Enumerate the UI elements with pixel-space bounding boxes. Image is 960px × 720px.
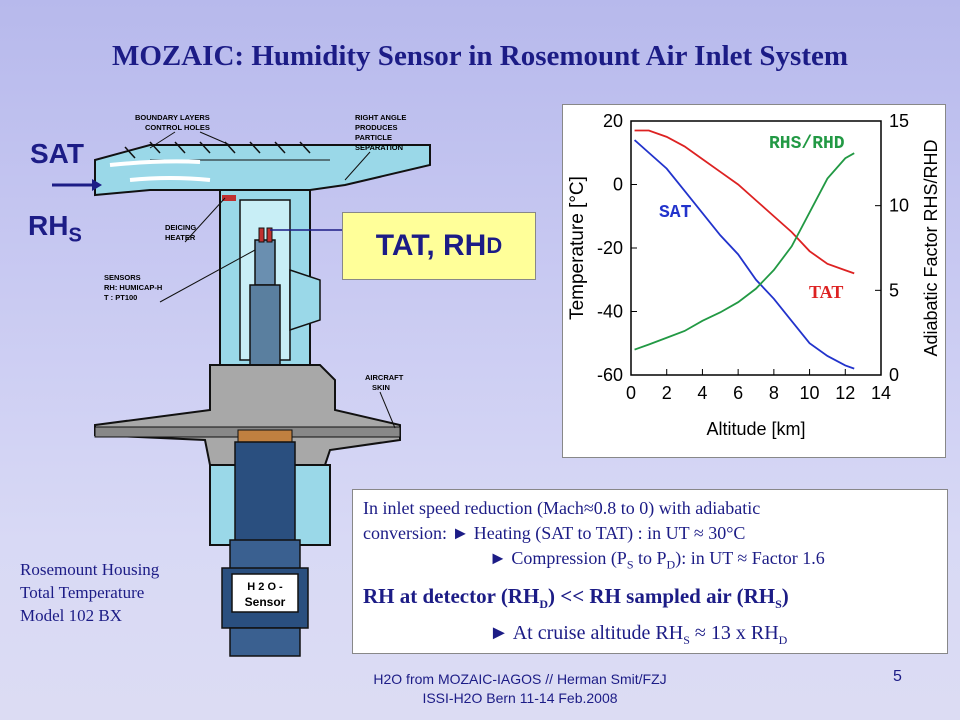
rhs-label: RHS <box>28 210 82 247</box>
footer-line-2: ISSI-H2O Bern 11-14 Feb.2008 <box>422 690 618 706</box>
info-line-3: ► Compression (PS to PD): in UT ≈ Factor… <box>489 548 825 572</box>
y-left-tick-label: -20 <box>597 238 623 258</box>
sat-label: SAT <box>30 138 84 169</box>
footer-line-1: H2O from MOZAIC-IAGOS // Herman Smit/FZJ <box>373 671 667 687</box>
label-sensors-1: SENSORS <box>104 273 141 282</box>
y-right-tick-label: 15 <box>889 111 909 131</box>
info-line-2: conversion: ► Heating (SAT to TAT) : in … <box>363 523 746 543</box>
label-right-angle-3: PARTICLE <box>355 133 392 142</box>
page-title: MOZAIC: Humidity Sensor in Rosemount Air… <box>111 40 849 72</box>
info-box: In inlet speed reduction (Mach≈0.8 to 0)… <box>352 489 948 654</box>
series-line-sat <box>633 139 855 370</box>
label-right-angle-1: RIGHT ANGLE <box>355 113 406 122</box>
x-tick-label: 8 <box>769 383 779 403</box>
x-tick-label: 12 <box>835 383 855 403</box>
y-right-tick-label: 0 <box>889 365 899 385</box>
series-line-tat <box>634 129 855 275</box>
info-line-5: ► At cruise altitude RHS ≈ 13 x RHD <box>489 621 788 647</box>
label-aircraft-2: SKIN <box>372 383 390 392</box>
x-tick-label: 10 <box>800 383 820 403</box>
inlet-diagram: H 2 O - Sensor BOUNDARY LAYERS CONTROL H… <box>52 113 431 657</box>
y-left-tick-label: 20 <box>603 111 623 131</box>
label-boundary-2: CONTROL HOLES <box>145 123 210 132</box>
label-sensors-3: T : PT100 <box>104 293 137 302</box>
housing-caption: Rosemount Housing Total Temperature Mode… <box>20 558 220 627</box>
caption-line-2: Total Temperature <box>20 583 145 602</box>
label-boundary-1: BOUNDARY LAYERS <box>135 113 210 122</box>
y-right-axis-label: Adiabatic Factor RHS/RHD <box>921 139 941 356</box>
series-label-sat: SAT <box>659 203 692 223</box>
sensor-tag-2: Sensor <box>245 595 286 609</box>
series-line-rhs-rhd <box>634 152 855 351</box>
y-right-tick-label: 10 <box>889 196 909 216</box>
x-tick-label: 2 <box>662 383 672 403</box>
x-tick-label: 4 <box>697 383 707 403</box>
y-right-tick-label: 5 <box>889 280 899 300</box>
info-line-4: RH at detector (RHD) << RH sampled air (… <box>363 583 789 611</box>
footer: H2O from MOZAIC-IAGOS // Herman Smit/FZJ… <box>330 670 710 708</box>
caption-line-3: Model 102 BX <box>20 606 122 625</box>
caption-line-1: Rosemount Housing <box>20 560 160 579</box>
label-sensors-2: RH: HUMICAP-H <box>104 283 162 292</box>
label-deicing-1: DEICING <box>165 223 196 232</box>
label-deicing-2: HEATER <box>165 233 196 242</box>
series-label-rhs-rhd: RHS/RHD <box>769 134 845 154</box>
label-right-angle-2: PRODUCES <box>355 123 398 132</box>
label-right-angle-4: SEPARATION <box>355 143 403 152</box>
y-left-tick-label: -40 <box>597 302 623 322</box>
x-tick-label: 14 <box>871 383 891 403</box>
sensor-tag-1: H 2 O - <box>247 581 283 593</box>
x-tick-label: 6 <box>733 383 743 403</box>
y-left-tick-label: 0 <box>613 175 623 195</box>
x-tick-label: 0 <box>626 383 636 403</box>
y-left-tick-label: -60 <box>597 365 623 385</box>
label-aircraft-1: AIRCRAFT <box>365 373 404 382</box>
info-line-1: In inlet speed reduction (Mach≈0.8 to 0)… <box>363 498 761 518</box>
y-left-axis-label: Temperature [°C] <box>567 176 588 320</box>
page-number: 5 <box>893 668 902 685</box>
x-axis-label: Altitude [km] <box>706 419 805 439</box>
series-label-tat: TAT <box>809 282 843 302</box>
